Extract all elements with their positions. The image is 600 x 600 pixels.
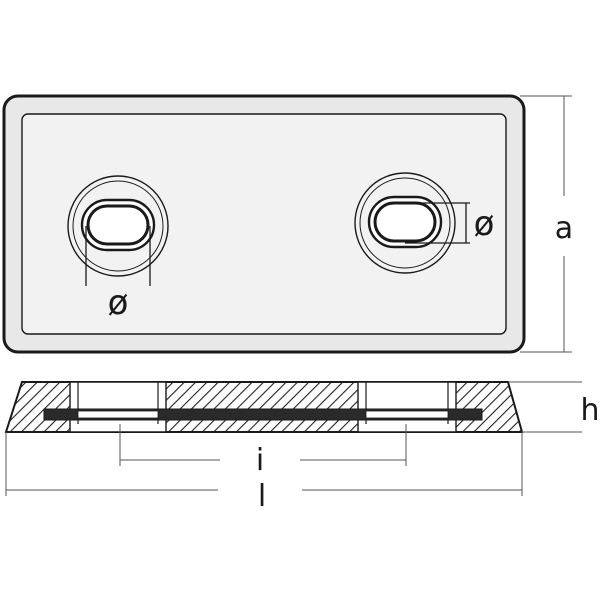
right-slot-outer (367, 195, 443, 249)
hole-diameter-label-right: ø (474, 204, 495, 244)
strap-right-gap (365, 410, 449, 419)
hole-diameter-dimension-right (405, 202, 470, 244)
right-bolt-recess-section (357, 381, 457, 433)
length-dimension-l (5, 432, 523, 496)
hole-spacing-dimension-i (119, 424, 407, 466)
side-section-view: h i l (4, 381, 600, 514)
top-view: ø ø a (2, 94, 573, 354)
left-mounting-hole (67, 175, 169, 277)
hole-diameter-label-bottom: ø (108, 283, 129, 323)
plate-inner-face (21, 113, 507, 335)
length-label-l: l (258, 479, 266, 514)
thickness-dimension-h (508, 381, 582, 433)
left-slot-outer (80, 198, 156, 252)
hole-diameter-dimension-bottom (85, 226, 151, 286)
thickness-label-h: h (580, 393, 599, 428)
steel-insert-strap (43, 408, 483, 421)
right-hole-recess (359, 177, 451, 269)
height-label-a: a (555, 211, 573, 246)
strap-left-gap (77, 410, 159, 419)
left-slot-inner (86, 204, 150, 246)
hole-spacing-label-i: i (256, 443, 264, 478)
right-mounting-hole (354, 172, 456, 274)
height-dimension-a (520, 95, 572, 353)
left-hole-recess (72, 180, 164, 272)
left-bolt-recess-section (69, 381, 167, 433)
